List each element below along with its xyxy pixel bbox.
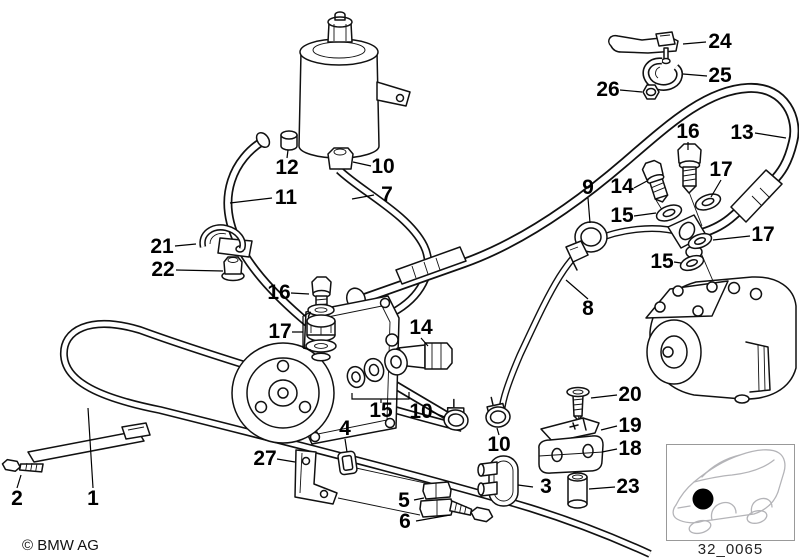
part-label-12: 12 [275,156,299,179]
rubber-holder-3 [477,455,519,507]
hose-clamp-10-left [443,398,469,431]
hook-clamp-25 [642,57,684,91]
part-label-21: 21 [150,235,174,258]
part-label-5: 5 [398,489,410,512]
hex-nut-26 [642,84,660,100]
leader-lines [16,41,787,522]
holder-bracket-2 [1,422,151,473]
part-label-18: 18 [618,437,642,460]
clamp-half-5 [419,481,454,518]
part-label-3: 3 [540,475,552,498]
part-label-19: 19 [618,414,642,437]
part-label-4: 4 [339,417,351,440]
car-thumbnail [666,444,795,541]
bmw-copyright: © BMW AG [22,537,99,554]
part-label-16-gear: 16 [676,120,700,143]
hex-bolt-6 [449,500,494,523]
fluid-reservoir [298,11,411,159]
support-bracket-27 [294,449,338,505]
part-label-11: 11 [274,186,298,209]
diagram-code: 32_0065 [697,541,764,558]
part-label-17-pump: 17 [268,320,292,343]
location-dot [692,488,714,510]
pipe-clamp-21 [199,224,253,258]
part-label-7: 7 [381,183,393,206]
union-nut-10-reservoir [327,147,354,170]
part-label-26: 26 [596,78,620,101]
seal-rings-15-pump [346,348,408,389]
grommet-12 [280,130,298,151]
part-label-17-gear-lower: 17 [751,223,775,246]
part-label-1: 1 [87,487,99,510]
hose-crimp-collars [395,169,783,285]
hose-clamp-10-right [485,396,511,428]
banjo-bolt-14-gear [641,159,669,203]
screw-20 [566,386,590,421]
part-label-14-pump: 14 [409,316,433,339]
part-label-10-clamp-left: 10 [409,400,433,423]
part-label-15-gear-upper: 15 [610,204,634,227]
steering-gear [645,276,797,404]
clamp-18 [538,435,604,474]
part-label-8: 8 [582,297,594,320]
rubber-grommet-4 [337,450,358,476]
part-label-14-gear: 14 [610,175,634,198]
part-label-13: 13 [730,121,754,144]
hose-clamp-9 [565,221,608,271]
part-label-20: 20 [618,383,642,406]
part-label-9: 9 [582,176,594,199]
seal-washers-gear [655,193,722,272]
part-label-16-pump: 16 [267,281,291,304]
part-label-15-pump: 15 [369,399,393,422]
banjo-bolt-16-gear [677,143,702,194]
part-label-2: 2 [11,487,23,510]
part-label-6: 6 [399,510,411,533]
seal-washer-stack-17-pump [305,303,337,362]
part-label-10-reservoir: 10 [371,155,395,178]
part-label-17-gear-upper: 17 [709,158,733,181]
part-label-15-gear-lower: 15 [650,250,674,273]
part-label-23: 23 [616,475,640,498]
part-label-27: 27 [253,447,277,470]
part-label-25: 25 [708,64,732,87]
part-label-22: 22 [151,258,175,281]
return-hose-11 [223,131,455,423]
car-outline [672,449,786,535]
rubber-sleeve-23 [567,472,588,509]
cooler-pipe [59,320,652,558]
part-label-10-clamp-right: 10 [487,433,511,456]
flange-nut-22 [221,256,245,282]
return-pipe-8 [498,225,684,420]
holder-bracket-24 [608,31,679,65]
part-label-24: 24 [708,30,732,53]
